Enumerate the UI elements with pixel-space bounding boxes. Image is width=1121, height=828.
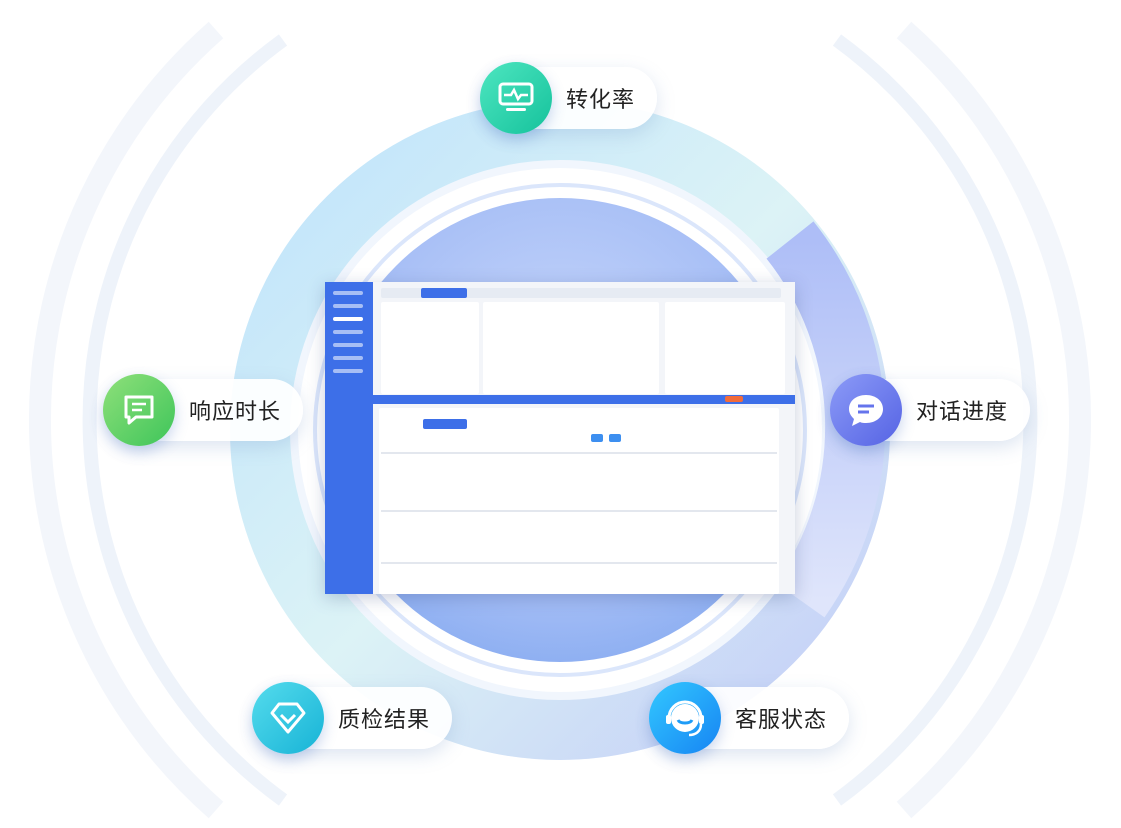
feature-response-time: 响应时长 bbox=[103, 374, 304, 446]
feature-qc-result: 质检结果 bbox=[252, 682, 453, 754]
feature-label: 转化率 bbox=[566, 88, 636, 113]
message-lines-icon bbox=[103, 374, 175, 446]
product-screenshot bbox=[325, 282, 795, 594]
outer-ring-left bbox=[29, 21, 224, 819]
feature-conversion-rate: 转化率 bbox=[480, 62, 658, 134]
feature-label: 质检结果 bbox=[338, 708, 431, 733]
feature-label: 对话进度 bbox=[916, 400, 1009, 425]
feature-dialog-progress: 对话进度 bbox=[830, 374, 1031, 446]
feature-label: 客服状态 bbox=[735, 708, 828, 733]
middle-ring-right bbox=[832, 34, 1038, 806]
feature-agent-status: 客服状态 bbox=[649, 682, 850, 754]
headset-agent-icon bbox=[649, 682, 721, 754]
chat-bubble-icon bbox=[830, 374, 902, 446]
monitor-pulse-icon bbox=[480, 62, 552, 134]
diamond-check-icon bbox=[252, 682, 324, 754]
outer-ring-right bbox=[896, 21, 1091, 819]
feature-label: 响应时长 bbox=[189, 400, 282, 425]
middle-ring-left bbox=[82, 34, 288, 806]
